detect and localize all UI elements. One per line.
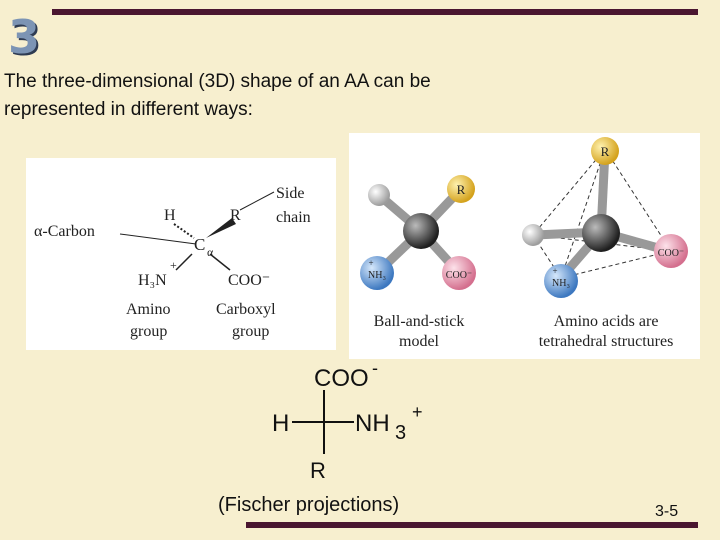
intro-text: The three-dimensional (3D) shape of an A… (4, 68, 604, 124)
slide-number: 3 (8, 10, 41, 64)
r-group-ball (447, 175, 475, 203)
tetra-nh3-atom-label: NH₃ (552, 278, 570, 289)
carboxyl-group-label-2: group (232, 323, 269, 340)
carboxyl-group-ball (442, 256, 476, 290)
structure-svg: α-Carbon H R Side chain C α + H₃N COO⁻ A… (34, 185, 311, 340)
tetra-hydrogen-ball (522, 224, 544, 246)
c-alpha-label: C (194, 235, 205, 254)
alpha-carbon-label: α-Carbon (34, 223, 95, 240)
amino-group-label-1: Amino (126, 301, 170, 318)
bottom-divider-bar (246, 522, 698, 528)
carboxyl-group-label-1: Carboxyl (216, 301, 276, 318)
nh3-charge: + (170, 258, 177, 272)
amino-group-ball (360, 256, 394, 290)
fischer-bottom-group: R (310, 458, 326, 483)
tetrahedral-model (522, 137, 688, 298)
fischer-left-group: H (272, 410, 289, 437)
bond-to-nh3 (175, 253, 193, 271)
fischer-projection: COO - H NH 3 + R (264, 358, 444, 488)
wedge-bond (206, 218, 236, 238)
tetra-carboxyl-ball (654, 234, 688, 268)
side-chain-label-1: Side (276, 185, 304, 202)
r-atom-label: R (457, 182, 466, 197)
fischer-right-subscript: 3 (395, 422, 406, 444)
r-label: R (230, 207, 241, 224)
tetrahedral-caption-2: tetrahedral structures (539, 333, 674, 350)
hash-bond (173, 223, 195, 239)
fischer-top-charge: - (372, 358, 378, 378)
side-chain-pointer (239, 191, 275, 211)
tetra-coo-atom-label: COO⁻ (658, 248, 684, 259)
tetra-amino-ball (544, 264, 578, 298)
nh3-atom-charge: + (368, 258, 373, 268)
intro-line-2: represented in different ways: (4, 99, 253, 120)
fischer-svg: COO - H NH 3 + R (272, 358, 423, 483)
tetra-r-group-ball (591, 137, 619, 165)
top-divider-bar (52, 9, 698, 15)
tetra-alpha-carbon-ball (582, 214, 620, 252)
tetra-r-atom-label: R (601, 144, 610, 159)
amino-acid-3d-models: R R + NH₃ + NH₃ COO⁻ COO⁻ Ball-and-stick… (349, 133, 700, 359)
page-reference: 3-5 (655, 503, 679, 520)
alpha-symbol: α (207, 245, 214, 259)
amino-group-label-2: group (130, 323, 167, 340)
ball-stick-caption-1: Ball-and-stick (374, 313, 465, 330)
amino-acid-structure-diagram: α-Carbon H R Side chain C α + H₃N COO⁻ A… (26, 158, 336, 350)
nh3-atom-label: NH₃ (368, 270, 386, 281)
h-label: H (164, 207, 176, 224)
ball-stick-caption-2: model (399, 333, 440, 350)
tetra-nh3-atom-charge: + (552, 266, 557, 276)
fischer-right-group: NH (355, 410, 390, 437)
nh3-label: H₃N (138, 272, 167, 289)
bond-to-coo (209, 253, 231, 271)
alpha-carbon-pointer (119, 233, 197, 245)
hydrogen-atom-ball (368, 184, 390, 206)
side-chain-label-2: chain (276, 209, 311, 226)
coo-atom-label: COO⁻ (446, 270, 472, 281)
tetrahedral-caption-1: Amino acids are (554, 313, 659, 330)
fischer-top-group: COO (314, 365, 369, 392)
fischer-caption: (Fischer projections) (218, 494, 400, 516)
coo-label: COO⁻ (228, 272, 270, 289)
fischer-right-charge: + (412, 402, 423, 422)
intro-line-1: The three-dimensional (3D) shape of an A… (4, 71, 431, 92)
models-svg: R R + NH₃ + NH₃ COO⁻ COO⁻ Ball-and-stick… (360, 137, 688, 350)
alpha-carbon-ball (403, 213, 439, 249)
ball-and-stick-model (360, 175, 476, 290)
